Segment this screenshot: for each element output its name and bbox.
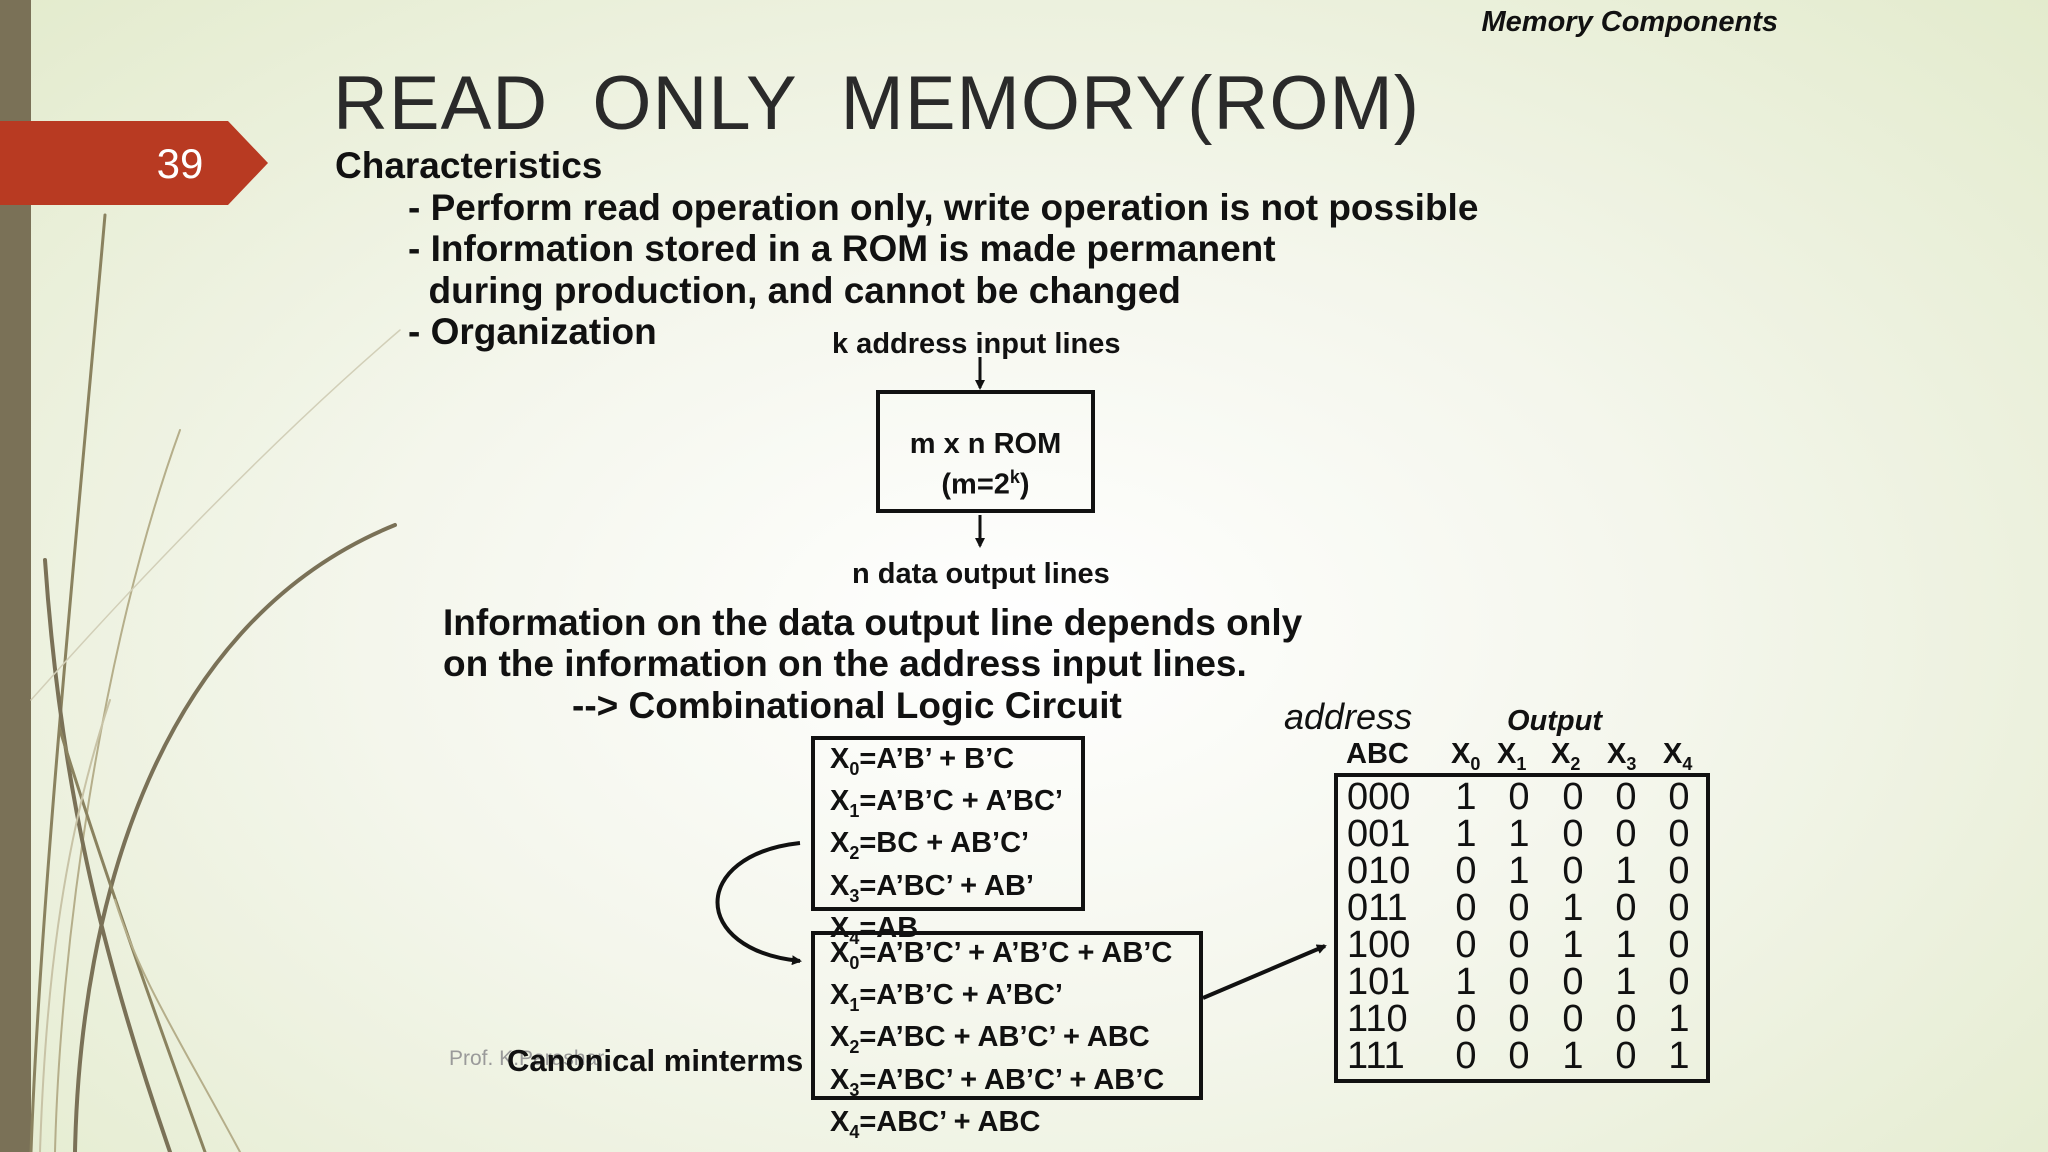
simplify-to-canonical-arrow: [715, 841, 802, 966]
output-column-header: X3: [1607, 738, 1637, 774]
table-cell-output: 1: [1508, 850, 1530, 892]
table-cell-output: 0: [1508, 961, 1530, 1003]
output-column-header: X4: [1663, 738, 1693, 774]
table-cell-output: 0: [1668, 887, 1690, 929]
table-cell-address: 011: [1347, 887, 1408, 929]
table-cell-output: 0: [1562, 776, 1584, 818]
rom-size-label: m x n ROM: [909, 428, 1062, 460]
table-cell-address: 111: [1347, 1035, 1405, 1077]
table-cell-output: 0: [1615, 1035, 1637, 1077]
data-output-label: n data output lines: [852, 558, 1110, 590]
canonical-equation: X2=A’BC + AB’C’ + ABC: [830, 1021, 1150, 1058]
table-cell-output: 0: [1455, 924, 1477, 966]
table-cell-output: 0: [1668, 850, 1690, 892]
info-line-1: Information on the data output line depe…: [443, 602, 1303, 643]
table-cell-output: 0: [1615, 776, 1637, 818]
characteristic-line-2: - Information stored in a ROM is made pe…: [408, 228, 1276, 269]
table-cell-output: 1: [1508, 813, 1530, 855]
simplified-equation: X1=A’B’C + A’BC’: [830, 785, 1063, 821]
canonical-equation: X4=ABC’ + ABC: [830, 1105, 1041, 1142]
output-column-header: X0: [1451, 738, 1481, 774]
table-cell-output: 0: [1615, 813, 1637, 855]
table-cell-output: 0: [1508, 924, 1530, 966]
canonical-minterms-label: Canonical minterms: [507, 1043, 804, 1078]
table-cell-output: 0: [1455, 998, 1477, 1040]
table-cell-output: 0: [1508, 998, 1530, 1040]
table-cell-output: 0: [1668, 813, 1690, 855]
address-column-header: ABC: [1346, 738, 1409, 770]
table-cell-output: 1: [1455, 813, 1477, 855]
table-cell-output: 1: [1615, 850, 1637, 892]
table-cell-output: 1: [1562, 1035, 1584, 1077]
canonical-to-table-arrow: [1202, 944, 1327, 1000]
address-input-label: k address input lines: [832, 328, 1121, 360]
section-header: Memory Components: [1481, 6, 1778, 38]
badge-shape: [0, 121, 268, 205]
table-cell-output: 1: [1668, 998, 1690, 1040]
table-cell-output: 1: [1615, 924, 1637, 966]
footer-author: Prof. K.Parashar: [449, 1047, 605, 1070]
grass-decoration: [29, 213, 401, 1152]
table-cell-output: 1: [1455, 961, 1477, 1003]
simplified-equation: X3=A’BC’ + AB’: [830, 869, 1034, 906]
canonical-equation: X1=A’B’C + A’BC’: [830, 979, 1063, 1015]
table-cell-output: 0: [1562, 998, 1584, 1040]
table-cell-output: 0: [1508, 1035, 1530, 1077]
characteristic-line-4: - Organization: [408, 311, 657, 352]
table-cell-address: 001: [1347, 813, 1411, 855]
table-cell-output: 0: [1562, 850, 1584, 892]
table-cell-output: 0: [1455, 887, 1477, 929]
slide-number: 39: [156, 140, 204, 187]
characteristic-line-3: during production, and cannot be changed: [408, 270, 1181, 311]
table-cell-address: 100: [1347, 924, 1411, 966]
info-line-3: --> Combinational Logic Circuit: [572, 685, 1122, 726]
table-cell-output: 0: [1455, 850, 1477, 892]
rom-size-formula: (m=2k): [941, 467, 1030, 501]
table-cell-output: 1: [1668, 1035, 1690, 1077]
table-cell-output: 1: [1615, 961, 1637, 1003]
output-label: Output: [1507, 705, 1603, 737]
simplified-equation: X0=A’B’ + B’C: [830, 743, 1015, 779]
canonical-equations-box: X0=A’B’C’ + A’B’C + AB’C X1=A’B’C + A’BC…: [811, 931, 1203, 1142]
simplified-equation: X2=BC + AB’C’: [830, 827, 1030, 864]
table-cell-output: 0: [1508, 776, 1530, 818]
table-cell-output: 0: [1455, 1035, 1477, 1077]
table-cell-address: 010: [1347, 850, 1411, 892]
canonical-equation: X3=A’BC’ + AB’C’ + AB’C: [830, 1063, 1165, 1100]
table-cell-output: 1: [1562, 924, 1584, 966]
table-cell-output: 0: [1668, 776, 1690, 818]
info-line-2: on the information on the address input …: [443, 643, 1247, 684]
output-column-header: X1: [1497, 738, 1527, 774]
table-cell-output: 0: [1562, 813, 1584, 855]
simplified-equation: X4=AB: [830, 911, 919, 948]
output-column-header: X2: [1551, 738, 1581, 774]
canonical-equation: X0=A’B’C’ + A’B’C + AB’C: [830, 937, 1173, 973]
table-cell-address: 101: [1347, 961, 1411, 1003]
table-cell-output: 1: [1455, 776, 1477, 818]
slide-number-badge: [0, 121, 268, 205]
slide-title: READ ONLY MEMORY(ROM): [333, 61, 1421, 146]
simplified-equations-box: X0=A’B’ + B’C X1=A’B’C + A’BC’ X2=BC + A…: [811, 736, 1085, 948]
table-cell-output: 0: [1615, 998, 1637, 1040]
address-label: address: [1284, 696, 1413, 737]
table-cell-output: 1: [1562, 887, 1584, 929]
characteristics-heading: Characteristics: [335, 145, 603, 186]
table-cell-output: 0: [1668, 924, 1690, 966]
table-cell-address: 000: [1347, 776, 1411, 818]
table-cell-output: 0: [1668, 961, 1690, 1003]
table-cell-output: 0: [1562, 961, 1584, 1003]
table-cell-output: 0: [1508, 887, 1530, 929]
rom-block: m x n ROM (m=2k): [876, 390, 1095, 513]
table-cell-output: 0: [1615, 887, 1637, 929]
characteristic-line-1: - Perform read operation only, write ope…: [408, 187, 1479, 228]
table-cell-address: 110: [1347, 998, 1408, 1040]
truth-table: [1334, 773, 1710, 1083]
